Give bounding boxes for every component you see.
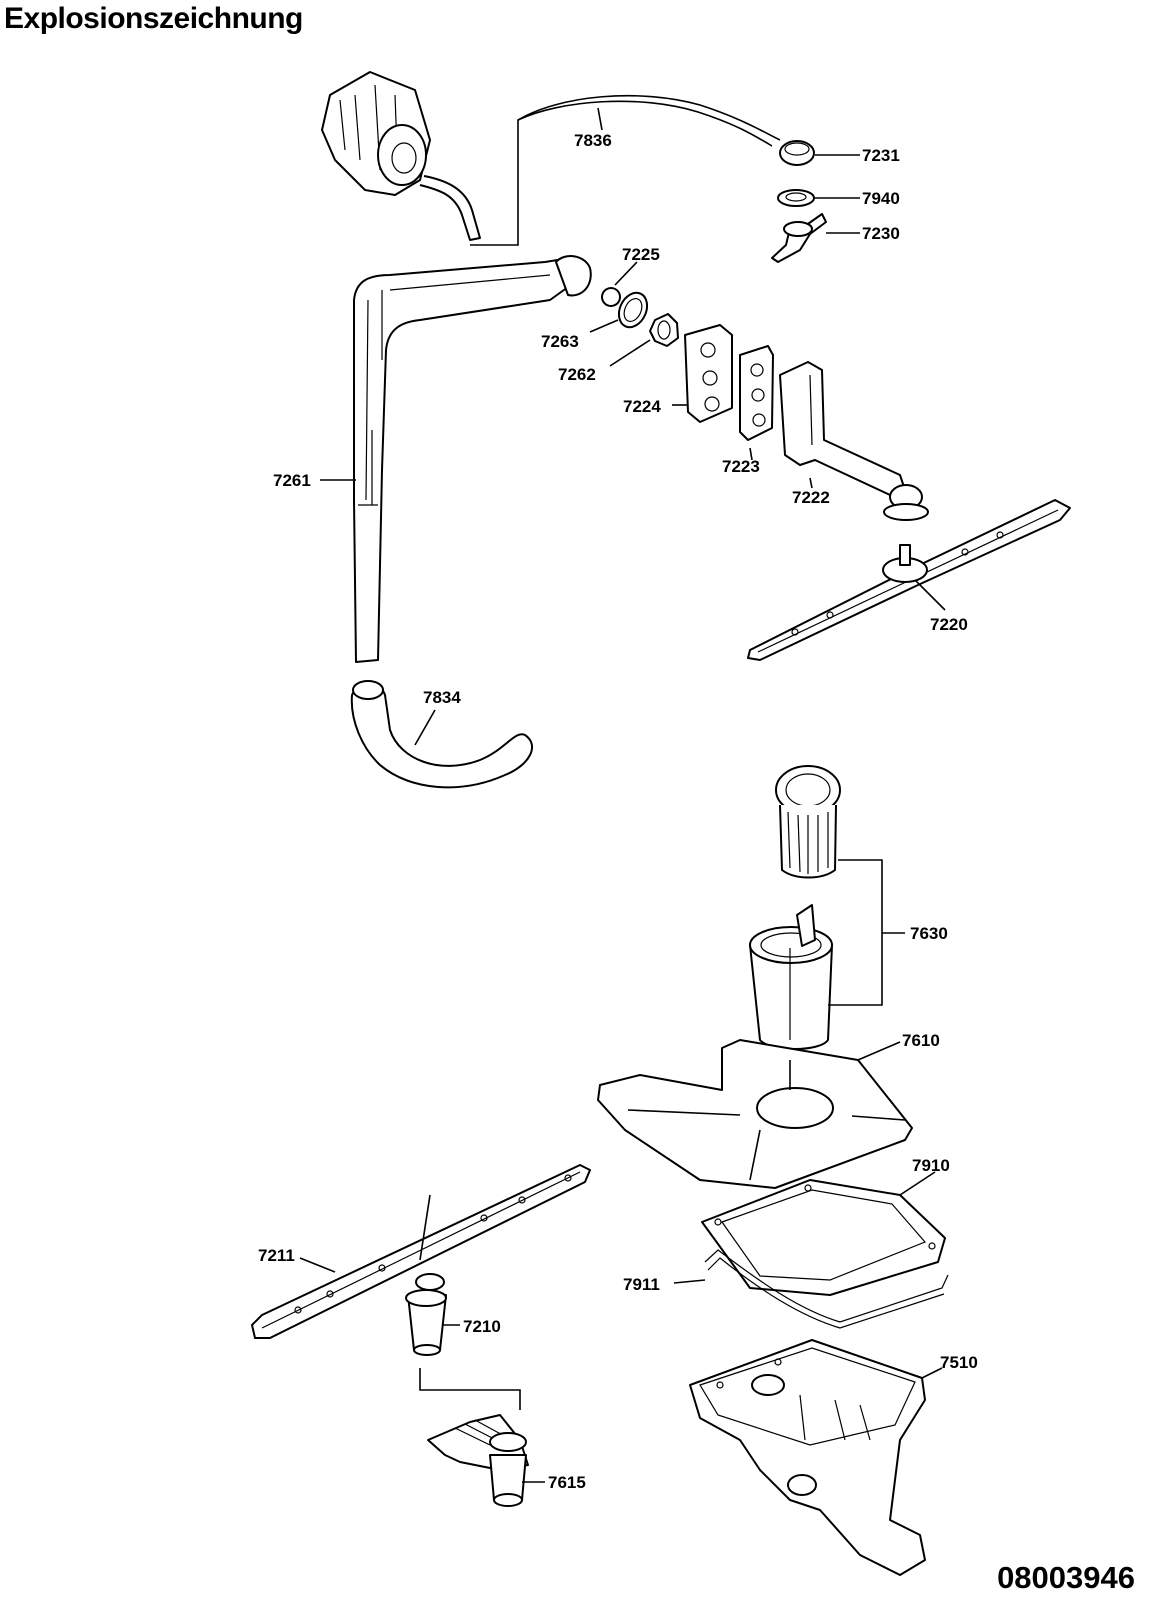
gasket-7940 (777, 189, 815, 207)
callout-7940: 7940 (862, 189, 900, 208)
callout-7211: 7211 (258, 1246, 295, 1265)
callout-7222: 7222 (792, 488, 830, 507)
callout-7615: 7615 (548, 1473, 586, 1492)
guide-7615 (427, 1414, 529, 1507)
callout-7224: 7224 (623, 397, 661, 416)
callout-7610: 7610 (902, 1031, 940, 1050)
riser-pipe-7261 (353, 255, 592, 663)
spray-tube-7222 (779, 361, 929, 521)
callout-7223: 7223 (722, 457, 760, 476)
hose-7834 (350, 680, 534, 789)
nozzle-7230 (771, 213, 827, 263)
flat-filter-7610 (597, 1039, 913, 1189)
fine-filter-7630 (749, 765, 841, 1050)
sump-7510 (689, 1339, 926, 1576)
frame-7910 (701, 1179, 946, 1296)
callout-7630: 7630 (910, 924, 948, 943)
hose-7836 (470, 94, 815, 246)
gasket-7223 (739, 345, 774, 441)
seal-7263 (617, 291, 649, 329)
upper-spray-arm-7220 (747, 499, 1071, 661)
diagram-title: Explosionszeichnung (4, 2, 303, 35)
callout-7834: 7834 (423, 688, 461, 707)
callout-7261: 7261 (273, 471, 311, 490)
callout-7263: 7263 (541, 332, 579, 351)
nut-7262 (649, 313, 679, 347)
callout-7911: 7911 (623, 1275, 660, 1294)
callout-7510: 7510 (940, 1353, 978, 1372)
pump-heater-unit (321, 71, 481, 241)
callout-7910: 7910 (912, 1156, 950, 1175)
callout-7836: 7836 (574, 131, 612, 150)
leader-lines (299, 107, 946, 1483)
block-7224 (684, 324, 733, 423)
callout-7225: 7225 (622, 245, 660, 264)
callout-7262: 7262 (558, 365, 596, 384)
seal-7911 (704, 1249, 949, 1329)
callout-7210: 7210 (463, 1317, 501, 1336)
callout-labels: 7836 7231 7940 7230 7225 7263 7262 7224 … (258, 131, 978, 1492)
callout-7231: 7231 (862, 146, 900, 165)
ring-7225 (601, 287, 621, 307)
callout-7230: 7230 (862, 224, 900, 243)
callout-7220: 7220 (930, 615, 968, 634)
hub-7210 (405, 1273, 447, 1356)
document-number: 08003946 (997, 1560, 1135, 1595)
